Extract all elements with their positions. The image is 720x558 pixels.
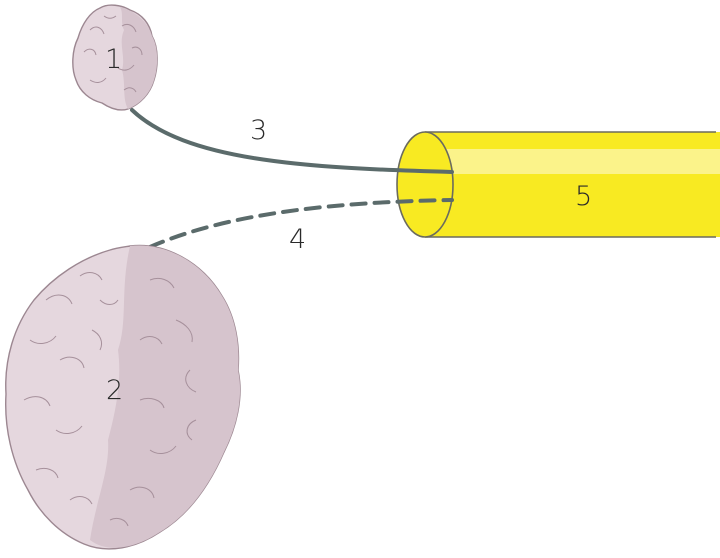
brain-tissue-icon: [72, 4, 158, 111]
cylinder-body: [425, 132, 720, 237]
label-solid-connector: 3: [250, 115, 267, 146]
small-lobe-folds: [83, 15, 143, 93]
cylinder-highlight: [445, 149, 720, 174]
brain-tissue-icon: [5, 244, 241, 550]
large-lobe-shade: [90, 245, 241, 548]
cylinder: [396, 131, 720, 238]
label-small-lobe: 1: [105, 44, 122, 75]
label-cylinder: 5: [575, 181, 592, 212]
large-lobe-folds: [23, 272, 197, 527]
dashed-connector: [148, 198, 454, 249]
small-lobe-shade: [120, 7, 158, 109]
label-large-lobe: 2: [106, 375, 123, 406]
cylinder-end-cap: [396, 131, 454, 238]
label-dashed-connector: 4: [289, 224, 306, 255]
solid-connector: [130, 108, 454, 174]
